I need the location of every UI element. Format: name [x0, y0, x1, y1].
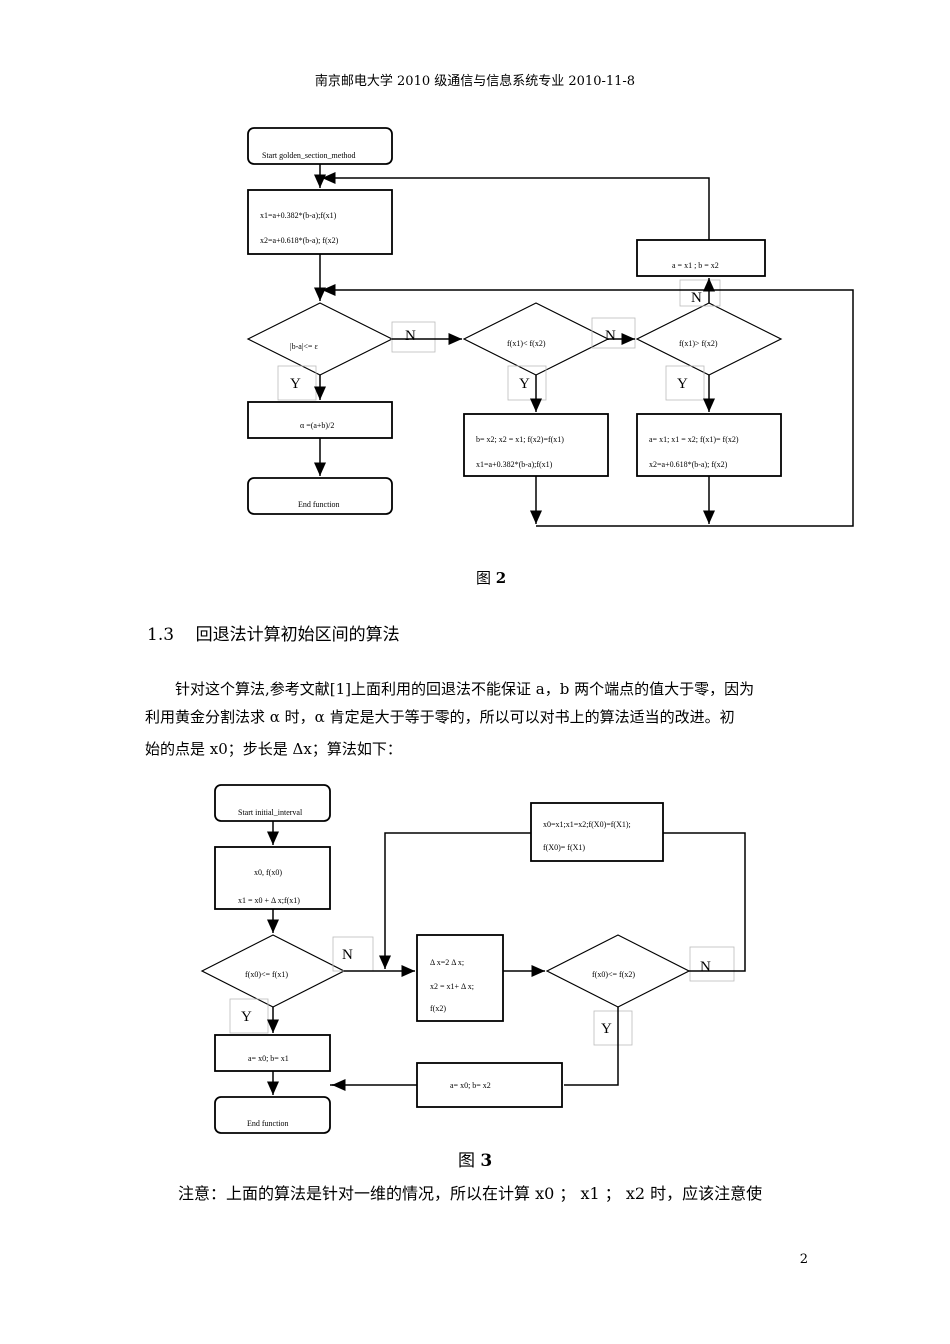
fig3-step-2: x2 = x1+ Δ x;: [430, 982, 474, 991]
fig3-swap-1: x0=x1;x1=x2;f(X0)=f(X1);: [543, 820, 631, 829]
fig3-label-y1: Y: [241, 1009, 252, 1025]
fig2-label-y2: Y: [519, 376, 530, 392]
fig3-label-n2: N: [700, 959, 711, 975]
fig2-condition-less: f(x1)< f(x2): [507, 339, 546, 348]
section-heading: 1.3 回退法计算初始区间的算法: [147, 625, 400, 645]
fig2-left-update-1: b= x2; x2 = x1; f(x2)=f(x1): [476, 435, 564, 444]
paragraph-line-2: 利用黄金分割法求 α 时，α 肯定是大于等于零的，所以可以对书上的算法适当的改进…: [145, 708, 735, 726]
paragraph-line-3: 始的点是 x0；步长是 Δx；算法如下：: [145, 740, 402, 758]
fig2-right-update-1: a= x1; x1 = x2; f(x1)= f(x2): [649, 435, 739, 444]
flowchart-golden-section: Start golden_section_method x1=a+0.382*(…: [246, 127, 854, 527]
fig3-start-label: Start initial_interval: [238, 808, 303, 817]
fig2-start-label: Start golden_section_method: [262, 151, 356, 160]
fig3-step-3: f(x2): [430, 1004, 446, 1013]
fig2-condition-greater: f(x1)> f(x2): [679, 339, 718, 348]
fig3-output-2: a= x0; b= x2: [450, 1081, 491, 1090]
note-paragraph: 注意：上面的算法是针对一维的情况，所以在计算 x0 ； x1 ； x2 时，应该…: [178, 1184, 763, 1203]
fig2-right-update-2: x2=a+0.618*(b-a); f(x2): [649, 460, 728, 469]
fig3-step-1: Δ x=2 Δ x;: [430, 958, 464, 967]
fig3-init-x1: x1 = x0 + Δ x;f(x1): [238, 896, 300, 905]
fig3-output-1: a= x0; b= x1: [248, 1054, 289, 1063]
figure-2-caption: 图 2: [476, 569, 507, 587]
paragraph-line-1: 针对这个算法,参考文献[1]上面利用的回退法不能保证 a，b 两个端点的值大于零…: [175, 680, 755, 698]
fig3-end-label: End function: [247, 1119, 289, 1128]
fig2-update-ab: a = x1 ; b = x2: [672, 261, 719, 270]
fig2-label-y3: Y: [677, 376, 688, 392]
fig3-label-y2: Y: [601, 1021, 612, 1037]
fig2-left-update-2: x1=a+0.382*(b-a);f(x1): [476, 460, 553, 469]
fig2-label-n2: N: [605, 328, 616, 344]
fig3-condition-1: f(x0)<= f(x1): [245, 970, 288, 979]
figure-3-caption: 图 3: [458, 1151, 493, 1171]
page-number: 2: [799, 1252, 808, 1267]
fig3-condition-2: f(x0)<= f(x2): [592, 970, 635, 979]
fig3-label-n1: N: [342, 947, 353, 963]
flowchart-initial-interval: Start initial_interval x0, f(x0) x1 = x0…: [200, 784, 746, 1134]
fig2-alpha-result: α =(a+b)/2: [300, 421, 334, 430]
fig2-end-label: End function: [298, 500, 340, 509]
fig3-init-x0: x0, f(x0): [254, 868, 282, 877]
fig2-label-n1: N: [405, 328, 416, 344]
fig2-condition-interval: |b-a|<= ε: [290, 342, 318, 351]
fig2-label-n3: N: [691, 290, 702, 306]
fig2-init-x1: x1=a+0.382*(b-a);f(x1): [260, 211, 337, 220]
fig2-init-x2: x2=a+0.618*(b-a); f(x2): [260, 236, 339, 245]
fig3-swap-2: f(X0)= f(X1): [543, 843, 585, 852]
page-header: 南京邮电大学 2010 级通信与信息系统专业 2010-11-8: [314, 74, 636, 89]
fig2-label-y1: Y: [290, 376, 301, 392]
